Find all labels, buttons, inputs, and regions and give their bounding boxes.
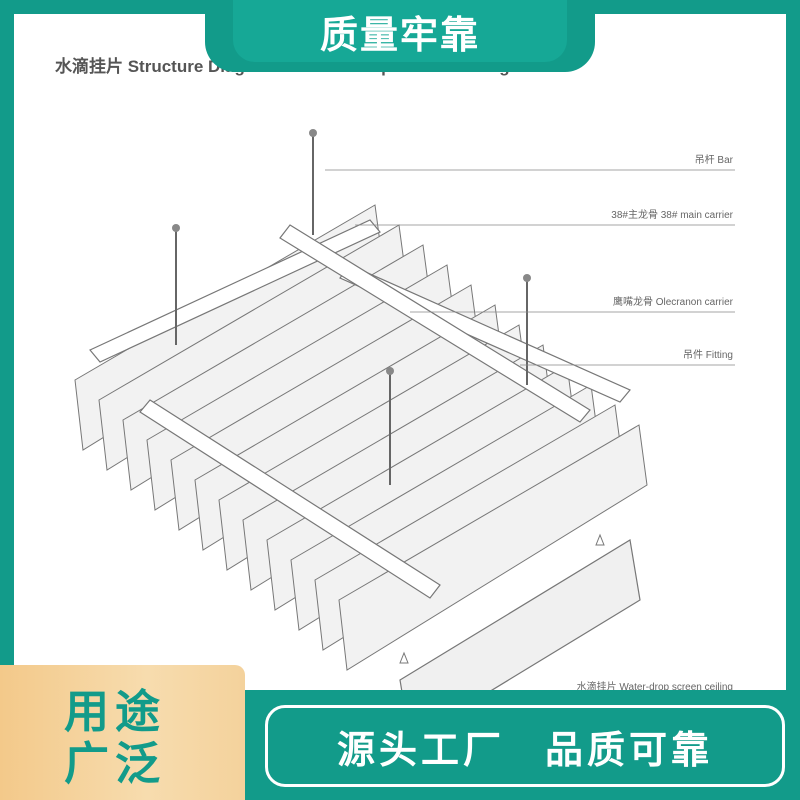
callout-fitting: 吊件 Fitting (683, 349, 733, 361)
header-tab: 质量牢靠 (205, 0, 595, 72)
callout-olecranon-carrier: 鹰嘴龙骨 Olecranon carrier (613, 295, 734, 308)
olecranon-carrier-front (139, 399, 441, 599)
header-tab-inner: 质量牢靠 (233, 0, 567, 62)
bar-top-1 (309, 129, 317, 137)
slogan-right: 品质可靠 (545, 727, 714, 772)
usage-line-1: 用途 (63, 685, 166, 738)
slogan-left: 源头工厂 (336, 727, 505, 772)
ceiling-slat (338, 424, 648, 671)
callout-main-carrier: 38#主龙骨 38# main carrier (611, 208, 733, 221)
olecranon-carrier-back (279, 224, 591, 423)
callout-bar: 吊杆 Bar (695, 154, 734, 166)
bar-top-2 (172, 224, 180, 232)
callout-water-drop: 水滴挂片 Water-drop screen ceiling (577, 680, 733, 693)
header-title: 质量牢靠 (319, 12, 480, 57)
slogan-box: 源头工厂 品质可靠 (265, 705, 785, 787)
usage-line-2: 广泛 (63, 737, 166, 790)
bar-top-4 (386, 367, 394, 375)
bar-top-3 (523, 274, 531, 282)
up-arrow-1 (595, 533, 605, 546)
usage-panel (0, 665, 245, 800)
up-arrow-2 (399, 651, 409, 664)
usage-text: 用途 广泛 (40, 686, 190, 790)
